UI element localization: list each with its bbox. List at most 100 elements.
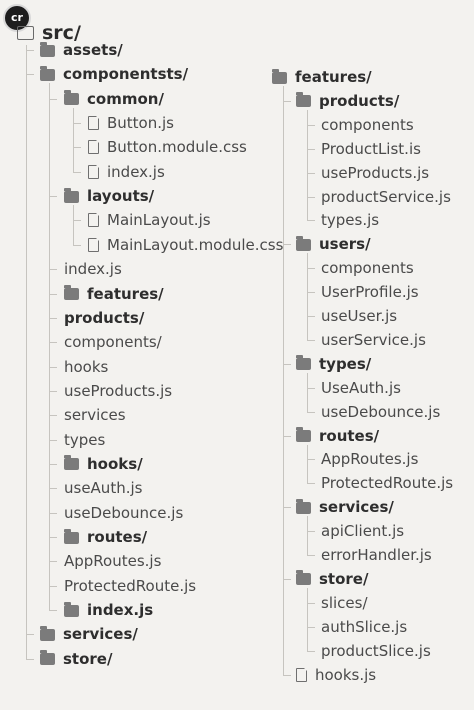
tree-item-label: useUser.js — [321, 307, 398, 325]
file-row-productservice-js[interactable]: productService.js — [321, 186, 451, 208]
folder-row-services[interactable]: services/ — [40, 623, 138, 645]
file-row-products[interactable]: products/ — [64, 307, 144, 329]
tree-vertical-line — [307, 253, 308, 340]
file-row-approutes-js[interactable]: AppRoutes.js — [64, 550, 161, 572]
tree-item-label: products/ — [64, 308, 145, 327]
tree-horizontal-line — [73, 147, 81, 149]
file-row-userservice-js[interactable]: userService.js — [321, 329, 426, 351]
file-row-useauth-js[interactable]: UseAuth.js — [321, 377, 401, 399]
folder-row-products[interactable]: products/ — [296, 90, 399, 112]
file-row-button-module-css[interactable]: Button.module.css — [88, 136, 247, 158]
folder-icon — [64, 455, 79, 471]
file-row-hooks-js[interactable]: hooks.js — [296, 664, 376, 686]
folder-row-routes[interactable]: routes/ — [296, 425, 379, 447]
tree-horizontal-line — [283, 244, 291, 246]
file-row-index-js[interactable]: index.js — [88, 161, 165, 183]
file-row-useuser-js[interactable]: useUser.js — [321, 305, 397, 327]
tree-item-label: Button.module.css — [107, 138, 247, 157]
file-row-useproducts-js[interactable]: useProducts.js — [321, 162, 429, 184]
tree-item-label: users/ — [319, 235, 371, 254]
folder-icon — [64, 285, 79, 300]
tree-vertical-line — [283, 86, 284, 675]
tree-item-label: components/ — [64, 333, 162, 352]
tree-vertical-line — [307, 587, 308, 651]
file-row-useauth-js[interactable]: useAuth.js — [64, 477, 142, 499]
tree-vertical-line — [307, 109, 308, 221]
file-icon — [88, 236, 100, 252]
file-row-slices[interactable]: slices/ — [321, 592, 368, 614]
folder-icon — [296, 427, 311, 442]
tree-horizontal-line — [307, 387, 315, 389]
file-row-userprofile-js[interactable]: UserProfile.js — [321, 281, 419, 303]
tree-item-label: services/ — [319, 498, 394, 517]
file-row-approutes-js[interactable]: AppRoutes.js — [321, 448, 418, 470]
tree-horizontal-line — [307, 172, 315, 174]
tree-horizontal-line — [307, 555, 315, 556]
file-row-protectedroute-js[interactable]: ProtectedRoute.js — [321, 472, 453, 494]
file-icon — [296, 666, 308, 682]
tree-item-label: features/ — [295, 68, 372, 86]
file-row-types-js[interactable]: types.js — [321, 209, 379, 231]
folder-row-layouts[interactable]: layouts/ — [64, 185, 154, 207]
tree-horizontal-line — [49, 537, 57, 538]
tree-horizontal-line — [49, 98, 57, 100]
tree-horizontal-line — [49, 196, 57, 198]
folder-row-hooks[interactable]: hooks/ — [64, 453, 143, 475]
file-row-mainlayout-js[interactable]: MainLayout.js — [88, 209, 211, 231]
folder-row-services[interactable]: services/ — [296, 496, 394, 518]
folder-row-componentsts[interactable]: componentsts/ — [40, 63, 188, 85]
tree-item-label: ProtectedRoute.js — [321, 474, 454, 493]
tree-horizontal-line — [283, 578, 291, 580]
file-row-components[interactable]: components/ — [64, 331, 162, 353]
folder-row-store[interactable]: store/ — [40, 648, 112, 670]
tree-item-label: UserProfile.js — [321, 283, 419, 302]
tree-item-label: components — [321, 115, 414, 134]
file-row-apiclient-js[interactable]: apiClient.js — [321, 520, 404, 542]
folder-row-types[interactable]: types/ — [296, 353, 371, 375]
file-row-mainlayout-module-css[interactable]: MainLayout.module.css — [88, 234, 283, 256]
folder-row-users[interactable]: users/ — [296, 233, 371, 255]
folder-row-assets[interactable]: assets/ — [40, 39, 123, 61]
file-row-usedebounce-js[interactable]: useDebounce.js — [321, 401, 440, 423]
folder-row-features[interactable]: features/ — [272, 66, 372, 88]
file-row-useproducts-js[interactable]: useProducts.js — [64, 380, 172, 402]
file-row-index-js[interactable]: index.js — [64, 258, 122, 280]
folder-icon — [40, 65, 55, 81]
file-row-services[interactable]: services — [64, 404, 126, 426]
tree-horizontal-line — [49, 439, 57, 441]
folder-outline-icon — [17, 26, 34, 40]
file-row-components[interactable]: components — [321, 114, 414, 136]
file-row-productlist-is[interactable]: ProductList.is — [321, 138, 421, 160]
folder-icon — [296, 235, 311, 251]
tree-horizontal-line — [49, 512, 57, 514]
tree-horizontal-line — [26, 634, 34, 636]
folder-row-common[interactable]: common/ — [64, 88, 164, 110]
tree-vertical-line — [307, 516, 308, 555]
file-row-usedebounce-js[interactable]: useDebounce.js — [64, 502, 183, 524]
file-row-components[interactable]: components — [321, 257, 414, 279]
tree-horizontal-line — [49, 585, 57, 587]
file-row-authslice-js[interactable]: authSlice.js — [321, 616, 407, 638]
tree-horizontal-line — [73, 123, 81, 125]
root-folder-row[interactable]: src/ — [17, 22, 81, 44]
file-row-errorhandler-js[interactable]: errorHandler.js — [321, 544, 432, 566]
file-row-types[interactable]: types — [64, 429, 105, 451]
file-row-protectedroute-js[interactable]: ProtectedRoute.js — [64, 575, 196, 597]
tree-horizontal-line — [49, 269, 57, 271]
tree-item-label: UseAuth.js — [321, 378, 401, 397]
tree-horizontal-line — [307, 316, 315, 317]
tree-item-label: productService.js — [321, 187, 451, 206]
tree-horizontal-line — [307, 220, 315, 222]
folder-row-index-js[interactable]: index.js — [64, 599, 153, 621]
file-row-productslice-js[interactable]: productSlice.js — [321, 640, 431, 662]
folder-row-features[interactable]: features/ — [64, 283, 164, 305]
tree-horizontal-line — [283, 435, 291, 437]
file-row-hooks[interactable]: hooks — [64, 356, 108, 378]
tree-horizontal-line — [49, 561, 57, 563]
file-row-button-js[interactable]: Button.js — [88, 112, 174, 134]
folder-row-routes[interactable]: routes/ — [64, 526, 147, 548]
tree-item-label: store/ — [319, 569, 369, 588]
folder-row-store[interactable]: store/ — [296, 568, 368, 590]
tree-horizontal-line — [49, 488, 57, 490]
tree-vertical-line — [73, 205, 74, 245]
